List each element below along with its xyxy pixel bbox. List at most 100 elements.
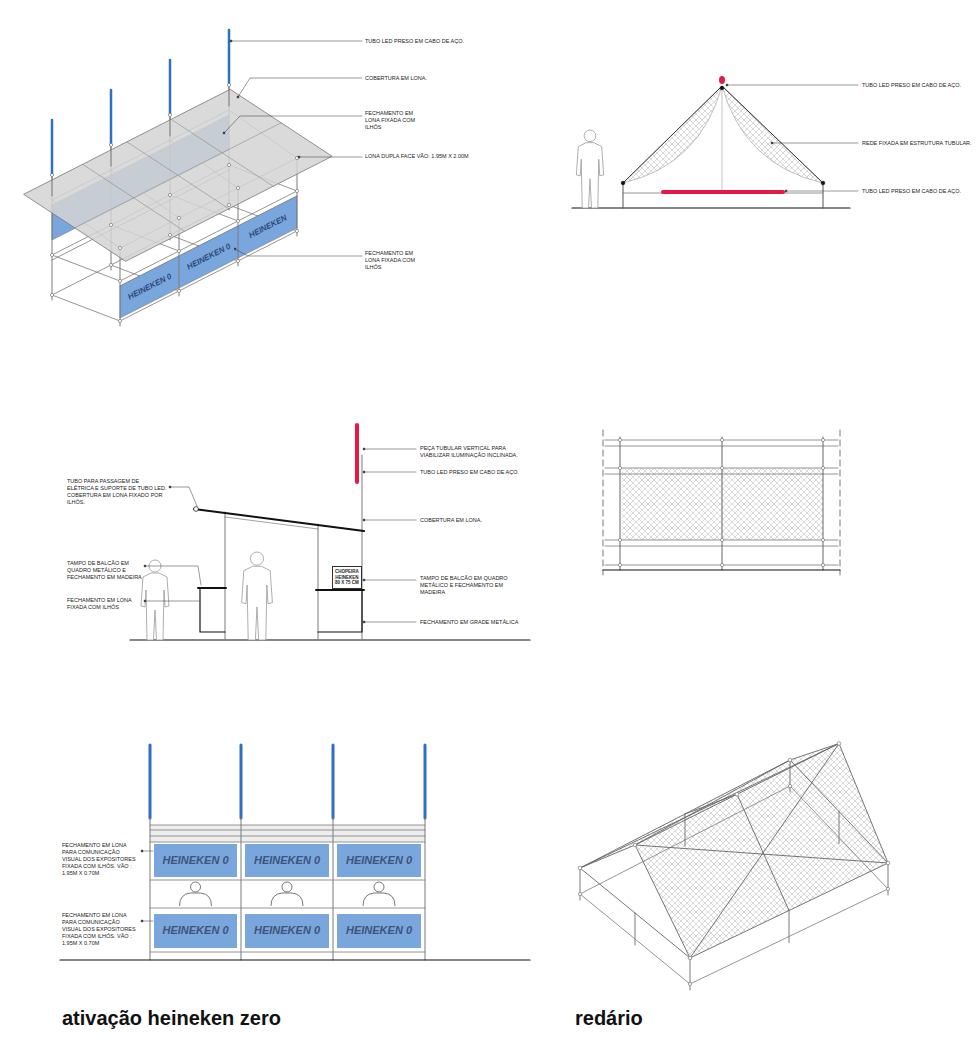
led-tube — [51, 120, 54, 175]
equipment-box: CHOPEIRA HEINEKEN 80 X 75 CM — [332, 566, 362, 589]
scaffold-clamp — [618, 563, 621, 566]
leader-line — [170, 487, 197, 506]
joint-dot — [720, 86, 724, 90]
leader-dot — [298, 156, 300, 158]
electric-tube — [194, 507, 199, 512]
leader-dot — [771, 142, 773, 144]
leader-line — [364, 520, 416, 521]
center-line — [722, 88, 723, 193]
break-line — [603, 430, 604, 575]
scaffold-rail — [623, 193, 823, 194]
scaffold-clamp — [177, 249, 180, 252]
scaffold-clamp — [886, 887, 889, 890]
leader-dot — [363, 621, 365, 623]
scaffold-rail — [150, 908, 425, 909]
leader-line — [231, 41, 362, 42]
callout-text: FECHAMENTO EM LONA FIXADA COM ILHÓS — [365, 110, 427, 131]
callout-text: TUBO LED PRESO EM CABO DE AÇO. — [862, 82, 972, 89]
scaffold-clamp — [295, 229, 298, 232]
leader-dot — [363, 579, 365, 581]
leader-dot — [726, 84, 728, 86]
tubular-frame — [790, 760, 888, 863]
person-bust — [180, 893, 212, 906]
tubular-frame — [635, 760, 790, 845]
leader-line — [364, 449, 416, 450]
scaffold-clamp — [618, 438, 621, 441]
scaffold-clamp — [688, 956, 692, 960]
scaffold-rail — [790, 786, 888, 889]
roof-canvas — [24, 89, 333, 261]
scaffold-clamp — [720, 438, 723, 441]
joint-dot — [821, 181, 825, 185]
ground-line — [603, 569, 840, 570]
scaffold-clamp — [788, 758, 792, 762]
callout-text: REDE FIXADA EM ESTRUTURA TUBULAR. — [862, 140, 972, 147]
callout-text: TUBO LED PRESO EM CABO DE AÇO. — [862, 188, 972, 195]
scaffold-clamp — [821, 466, 824, 469]
leader-line — [224, 116, 362, 133]
scaffold-clamp — [578, 866, 582, 870]
scaffold-clamp — [688, 982, 691, 985]
scaffold-clamp — [837, 742, 841, 746]
leader-line — [727, 85, 858, 86]
scaffold-clamp — [821, 538, 824, 541]
roof-beam — [194, 509, 364, 531]
roof-band — [150, 825, 425, 842]
person-silhouette — [141, 573, 169, 640]
scaffold-rail — [52, 295, 120, 321]
scaffold-post — [170, 115, 171, 136]
scaffold-post — [635, 913, 636, 945]
callout-text: TAMPO DE BALCÃO EM QUADRO METÁLICO E FEC… — [420, 575, 520, 596]
scaffold-post — [620, 437, 621, 570]
scaffold-rail — [150, 952, 425, 953]
scaffold-clamp — [118, 279, 121, 282]
caption-text: redário — [575, 1006, 643, 1031]
callout-text: TUBO PARA PASSAGEM DE ELÉTRICA E SUPORTE… — [67, 478, 167, 506]
person-head — [374, 882, 384, 892]
scaffold-rail — [150, 880, 425, 881]
callout-text: FECHAMENTO EM LONA PARA COMUNICAÇÃO VISU… — [62, 842, 140, 876]
leader-dot — [363, 448, 365, 450]
tubular-frame — [635, 744, 839, 846]
scaffold-clamp — [50, 293, 53, 296]
scaffold-post — [52, 175, 53, 196]
counter-top — [316, 589, 364, 591]
person-head — [584, 130, 596, 142]
tubular-frame — [623, 86, 823, 183]
leader-line — [145, 566, 201, 585]
scaffold-clamp — [109, 263, 112, 266]
callout-text: FECHAMENTO EM LONA FIXADA COM ILHÓS — [365, 250, 427, 271]
scaffold-rail — [150, 825, 425, 826]
tubular-frame — [580, 868, 690, 958]
person-bust — [363, 893, 395, 906]
tubular-frame — [635, 845, 888, 863]
counter-frame — [318, 590, 362, 632]
led-tube — [332, 745, 335, 818]
leader-dot — [785, 190, 787, 192]
scaffold-post — [789, 911, 790, 943]
banner-text: HEINEKEN 0 — [254, 854, 320, 868]
person-head — [250, 552, 263, 565]
leader-dot — [141, 920, 143, 922]
callout-text: COBERTURA EM LONA. — [420, 517, 530, 524]
scaffold-rail — [690, 889, 888, 984]
scaffold-clamp — [50, 173, 53, 176]
person-bust — [271, 893, 303, 906]
scaffold-clamp — [720, 538, 723, 541]
banner-panel: HEINEKEN 0 — [337, 844, 421, 877]
tubular-frame — [737, 794, 789, 910]
caption-text: ativação heineken zero — [62, 1006, 281, 1031]
tubular-frame — [580, 760, 790, 868]
banner-panel: HEINEKEN 0 — [245, 914, 329, 948]
banner-text: HEINEKEN 0 — [254, 924, 320, 938]
scaffold-clamp — [227, 203, 230, 206]
led-tube — [240, 745, 243, 818]
scaffold-clamp — [50, 253, 53, 256]
person-head — [282, 882, 292, 892]
leader-line — [364, 580, 416, 581]
led-tube — [424, 745, 427, 818]
counter-top — [198, 587, 226, 589]
scaffold-rail — [150, 830, 425, 831]
